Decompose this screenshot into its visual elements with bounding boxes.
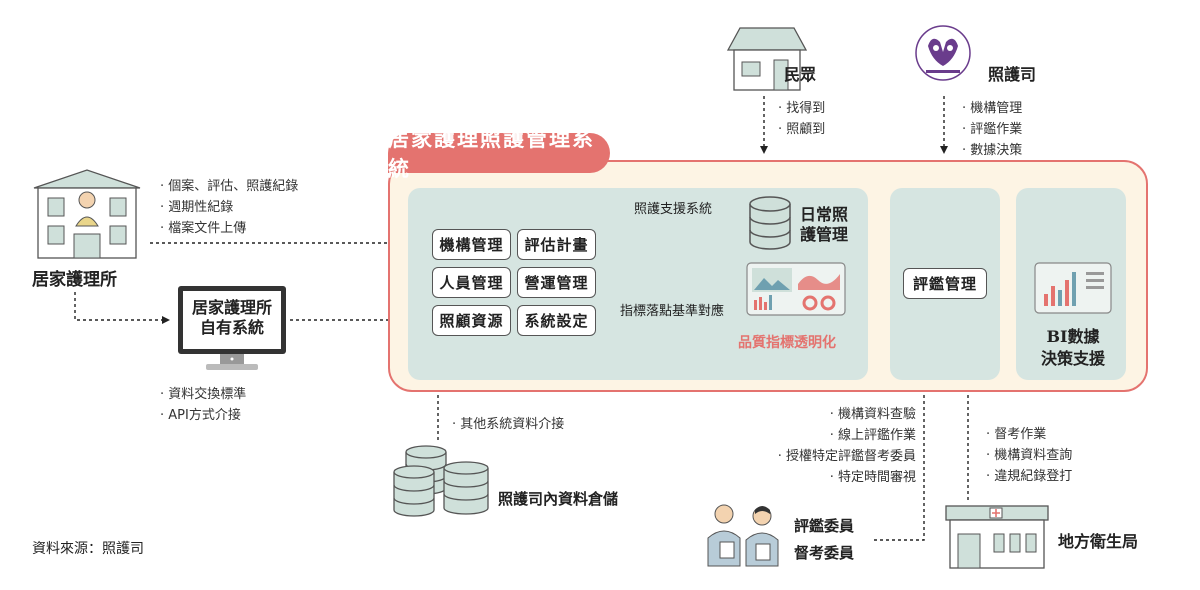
committee-item: 機構資料查驗 bbox=[764, 404, 916, 425]
own-system-label: 居家護理所 自有系統 bbox=[191, 298, 272, 337]
monitor-icon bbox=[178, 286, 286, 370]
public-item: 找得到 bbox=[778, 98, 825, 119]
health-bureau-items: 督考作業 機構資料查詢 違規紀錄登打 bbox=[986, 424, 1072, 487]
committee-people-icon bbox=[707, 504, 779, 567]
source-note: 資料來源：照護司 bbox=[32, 541, 144, 557]
health-bureau-label: 地方衛生局 bbox=[1058, 532, 1139, 551]
public-item: 照顧到 bbox=[778, 119, 825, 140]
warehouse-item: 其他系統資料介接 bbox=[452, 414, 564, 435]
dashboard-icon bbox=[746, 262, 846, 316]
committee-item: 授權特定評鑑督考委員 bbox=[764, 446, 916, 467]
department-logo-icon bbox=[915, 25, 971, 81]
function-tag: 人員管理 bbox=[432, 267, 511, 298]
committee-label-1: 評鑑委員 bbox=[794, 517, 855, 535]
own-system-items: 資料交換標準 API方式介接 bbox=[160, 384, 246, 426]
function-tag: 照顧資源 bbox=[432, 305, 511, 336]
warehouse-label: 照護司內資料倉儲 bbox=[498, 490, 619, 508]
care-agency-building-icon bbox=[33, 169, 141, 259]
agency-item: 週期性紀錄 bbox=[160, 197, 298, 218]
arrow-committee-to-eval bbox=[874, 384, 928, 541]
health-bureau-item: 機構資料查詢 bbox=[986, 445, 1072, 466]
agency-item: 檔案文件上傳 bbox=[160, 218, 298, 239]
agency-label: 居家護理所 bbox=[32, 270, 117, 290]
function-tag: 系統設定 bbox=[517, 305, 596, 336]
quality-label: 品質指標透明化 bbox=[738, 335, 836, 351]
committee-items: 機構資料查驗 線上評鑑作業 授權特定評鑑督考委員 特定時間審視 bbox=[764, 404, 916, 488]
function-tag: 機構管理 bbox=[432, 229, 511, 260]
department-label: 照護司 bbox=[988, 65, 1037, 84]
data-warehouse-icon bbox=[393, 445, 489, 517]
health-bureau-item: 違規紀錄登打 bbox=[986, 466, 1072, 487]
department-item: 評鑑作業 bbox=[962, 119, 1022, 140]
public-label: 民眾 bbox=[784, 65, 817, 84]
public-items: 找得到 照顧到 bbox=[778, 98, 825, 140]
department-item: 機構管理 bbox=[962, 98, 1022, 119]
committee-item: 特定時間審視 bbox=[764, 467, 916, 488]
committee-item: 線上評鑑作業 bbox=[764, 425, 916, 446]
agency-items: 個案、評估、照護紀錄 週期性紀錄 檔案文件上傳 bbox=[160, 176, 298, 239]
database-icon bbox=[749, 196, 791, 250]
health-bureau-item: 督考作業 bbox=[986, 424, 1072, 445]
indicator-mapping-label: 指標落點基準對應 bbox=[620, 304, 725, 319]
function-tag: 營運管理 bbox=[517, 267, 596, 298]
support-system-label: 照護支援系統 bbox=[634, 202, 713, 217]
warehouse-items: 其他系統資料介接 bbox=[452, 414, 564, 435]
department-item: 數據決策 bbox=[962, 140, 1022, 161]
arrow-agency-to-own-system bbox=[74, 292, 170, 324]
evaluation-tag: 評鑑管理 bbox=[903, 268, 987, 299]
system-title: 居家護理照護管理系統 bbox=[388, 126, 610, 181]
health-bureau-building-icon bbox=[945, 505, 1049, 569]
own-system-item: API方式介接 bbox=[160, 405, 246, 426]
department-items: 機構管理 評鑑作業 數據決策 bbox=[962, 98, 1022, 161]
own-system-item: 資料交換標準 bbox=[160, 384, 246, 405]
daily-care-label: 日常照 護管理 bbox=[800, 205, 849, 244]
agency-item: 個案、評估、照護紀錄 bbox=[160, 176, 298, 197]
bi-chart-icon bbox=[1034, 262, 1112, 314]
house-icon bbox=[726, 27, 808, 91]
function-tag: 評估計畫 bbox=[517, 229, 596, 260]
bi-label: BI數據 決策支援 bbox=[1040, 327, 1105, 368]
committee-label-2: 督考委員 bbox=[794, 544, 855, 562]
